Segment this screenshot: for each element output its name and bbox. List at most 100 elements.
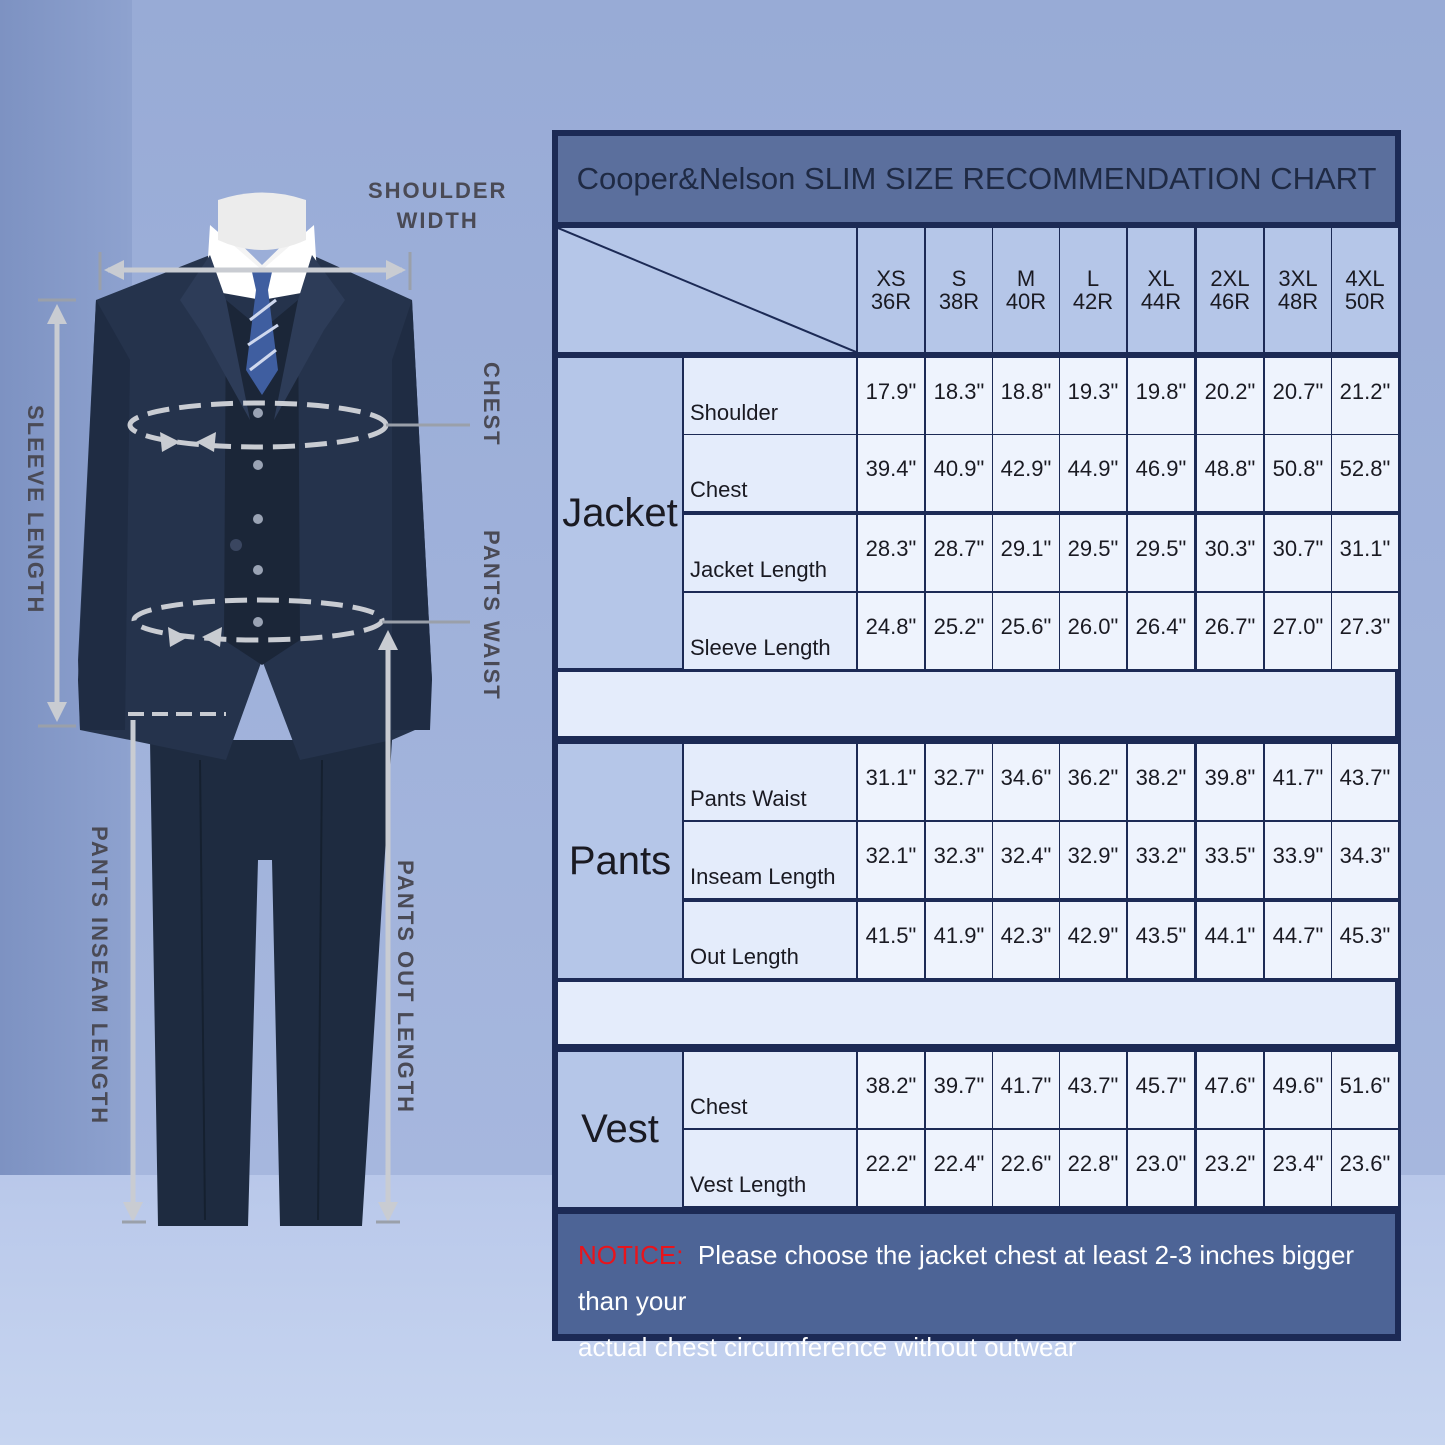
row-label: Jacket Length (684, 515, 856, 591)
value-cell: 28.7" (926, 515, 992, 591)
size-code: 40R (1005, 289, 1047, 314)
size-code: 36R (870, 289, 912, 314)
spacer-row-0 (558, 672, 1395, 736)
value-cell: 39.7" (926, 1052, 992, 1128)
value-cell: 48.8" (1197, 435, 1263, 511)
tie (246, 272, 278, 395)
notice-line-1: NOTICE: Please choose the jacket chest a… (578, 1232, 1383, 1324)
value-cell: 52.8" (1332, 435, 1398, 511)
value-cell: 45.3" (1332, 902, 1398, 978)
value-cell: 29.5" (1060, 515, 1126, 591)
value-cell: 27.0" (1265, 593, 1331, 669)
label-pants-out: PANTS OUT LENGTH (393, 860, 418, 1115)
size-letter: M (1016, 266, 1036, 291)
value-cell: 32.7" (926, 744, 992, 820)
row-label: Chest (684, 1052, 856, 1128)
value-cell: 41.7" (993, 1052, 1059, 1128)
value-cell: 33.2" (1128, 822, 1194, 898)
label-pants-waist: PANTS WAIST (479, 530, 504, 701)
value-cell: 38.2" (1128, 744, 1194, 820)
size-code: 46R (1209, 289, 1251, 314)
size-letter: XS (876, 266, 906, 291)
size-letter: L (1086, 266, 1100, 291)
size-code: 50R (1344, 289, 1386, 314)
corner-diagonal (558, 228, 856, 352)
row-label: Pants Waist (684, 744, 856, 820)
value-cell: 22.6" (993, 1130, 1059, 1206)
value-cell: 43.7" (1060, 1052, 1126, 1128)
value-cell: 51.6" (1332, 1052, 1398, 1128)
value-cell: 30.3" (1197, 515, 1263, 591)
value-cell: 28.3" (858, 515, 924, 591)
group-label-jacket: Jacket (558, 358, 682, 668)
value-cell: 26.0" (1060, 593, 1126, 669)
value-cell: 20.7" (1265, 358, 1331, 434)
value-cell: 47.6" (1197, 1052, 1263, 1128)
size-code: 38R (938, 289, 980, 314)
value-cell: 33.5" (1197, 822, 1263, 898)
value-cell: 40.9" (926, 435, 992, 511)
value-cell: 30.7" (1265, 515, 1331, 591)
size-code: 42R (1072, 289, 1114, 314)
corner-cell (558, 228, 856, 352)
notice-text-2: actual chest circumference without outwe… (578, 1332, 1077, 1362)
value-cell: 23.4" (1265, 1130, 1331, 1206)
value-cell: 34.6" (993, 744, 1059, 820)
value-cell: 19.8" (1128, 358, 1194, 434)
row-label: Vest Length (684, 1130, 856, 1206)
value-cell: 34.3" (1332, 822, 1398, 898)
label-shoulder-width: SHOULDER WIDTH (368, 176, 507, 236)
value-cell: 31.1" (1332, 515, 1398, 591)
label-chest: CHEST (479, 362, 504, 447)
value-cell: 39.4" (858, 435, 924, 511)
value-cell: 32.1" (858, 822, 924, 898)
value-cell: 23.0" (1128, 1130, 1194, 1206)
notice-label: NOTICE: (578, 1240, 684, 1270)
value-cell: 45.7" (1128, 1052, 1194, 1128)
value-cell: 44.9" (1060, 435, 1126, 511)
size-letter: XL (1147, 266, 1175, 291)
value-cell: 22.4" (926, 1130, 992, 1206)
chart-title: Cooper&Nelson SLIM SIZE RECOMMENDATION C… (558, 136, 1395, 222)
size-letter: 3XL (1278, 266, 1318, 291)
value-cell: 23.6" (1332, 1130, 1398, 1206)
value-cell: 22.8" (1060, 1130, 1126, 1206)
value-cell: 50.8" (1265, 435, 1331, 511)
value-cell: 39.8" (1197, 744, 1263, 820)
row-label: Inseam Length (684, 822, 856, 898)
value-cell: 32.4" (993, 822, 1059, 898)
value-cell: 22.2" (858, 1130, 924, 1206)
value-cell: 33.9" (1265, 822, 1331, 898)
value-cell: 26.7" (1197, 593, 1263, 669)
size-chart: Cooper&Nelson SLIM SIZE RECOMMENDATION C… (552, 130, 1401, 1362)
spacer-row-1 (558, 982, 1395, 1044)
value-cell: 25.2" (926, 593, 992, 669)
value-cell: 19.3" (1060, 358, 1126, 434)
suit-illustration (38, 192, 470, 1226)
row-label: Shoulder (684, 358, 856, 434)
value-cell: 29.5" (1128, 515, 1194, 591)
value-cell: 44.7" (1265, 902, 1331, 978)
value-cell: 32.9" (1060, 822, 1126, 898)
value-cell: 32.3" (926, 822, 992, 898)
value-cell: 21.2" (1332, 358, 1398, 434)
value-cell: 41.5" (858, 902, 924, 978)
value-cell: 25.6" (993, 593, 1059, 669)
value-cell: 27.3" (1332, 593, 1398, 669)
row-label: Sleeve Length (684, 593, 856, 669)
value-cell: 18.8" (993, 358, 1059, 434)
value-cell: 42.9" (993, 435, 1059, 511)
value-cell: 17.9" (858, 358, 924, 434)
value-cell: 43.5" (1128, 902, 1194, 978)
label-pants-inseam: PANTS INSEAM LENGTH (87, 826, 112, 1126)
value-cell: 18.3" (926, 358, 992, 434)
size-letter: 4XL (1345, 266, 1385, 291)
row-label: Out Length (684, 902, 856, 978)
